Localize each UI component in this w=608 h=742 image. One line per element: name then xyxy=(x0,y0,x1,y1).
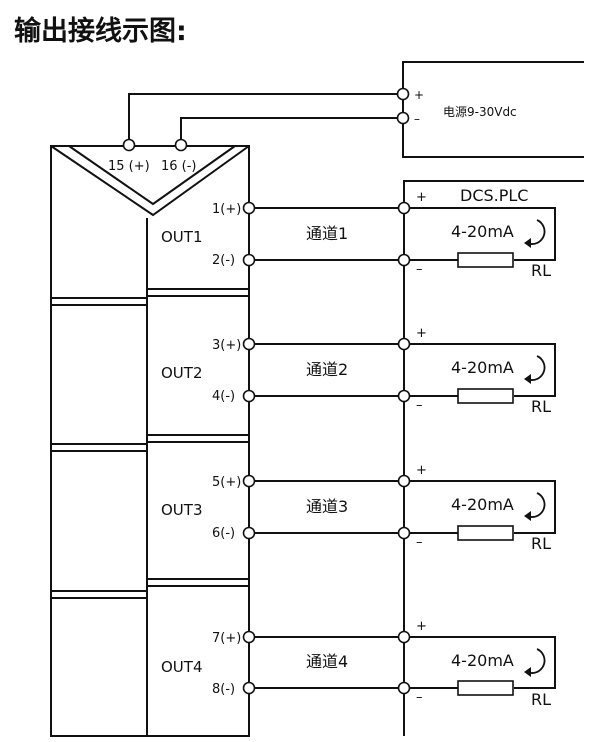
terminal-7 xyxy=(242,630,256,644)
separator-1 xyxy=(51,288,249,306)
channel-3: OUT3 5(+) 6(-) 通道3 + – 4-20mA RL xyxy=(161,463,556,553)
channel-3-wires xyxy=(249,480,404,534)
plc-minus-4: – xyxy=(416,690,423,705)
rl-3: RL xyxy=(531,534,551,553)
channel-1-wires xyxy=(249,207,404,261)
diagram-title: 输出接线示图: xyxy=(14,15,187,47)
loop-2 xyxy=(409,343,556,397)
plc-minus-1: – xyxy=(416,262,423,277)
plc-terminal-2 xyxy=(397,253,411,267)
separator-2 xyxy=(51,434,249,452)
terminal-2 xyxy=(242,253,256,267)
current-arrow-3 xyxy=(526,492,546,518)
channel-1: OUT1 1(+) 2(-) 通道1 – 4-20mA RL xyxy=(161,201,556,280)
resistor-1 xyxy=(457,252,514,268)
plc-terminal-3 xyxy=(397,337,411,351)
plc-terminal-6 xyxy=(397,526,411,540)
channel-4-label: 通道4 xyxy=(306,652,348,671)
plc-terminal-8 xyxy=(397,681,411,695)
current-arrow-4 xyxy=(526,648,546,674)
power-minus-wire xyxy=(180,117,398,139)
power-plus-terminal xyxy=(396,87,410,101)
plc-minus-3: – xyxy=(416,535,423,550)
channel-4: OUT4 7(+) 8(-) 通道4 + – 4-20mA RL xyxy=(161,619,556,709)
loop-3 xyxy=(409,480,556,534)
pin-2-label: 2(-) xyxy=(212,253,235,268)
plc-terminal-4 xyxy=(397,389,411,403)
pin-16-label: 16 (-) xyxy=(161,159,197,174)
rl-1: RL xyxy=(531,261,551,280)
pin-7-label: 7(+) xyxy=(212,631,241,646)
loop-4 xyxy=(409,636,556,689)
terminal-6 xyxy=(242,526,256,540)
channel-2: OUT2 3(+) 4(-) 通道2 + – 4-20mA RL xyxy=(161,326,556,416)
terminal-15 xyxy=(122,138,136,152)
loop-1 xyxy=(409,207,556,261)
current-arrow-2 xyxy=(526,355,546,381)
current-3: 4-20mA xyxy=(451,495,514,514)
plc-frame xyxy=(403,180,584,736)
device-top-triangle xyxy=(50,145,250,217)
channel-2-wires xyxy=(249,343,404,397)
out4-label: OUT4 xyxy=(161,658,203,676)
pin-15-label: 15 (+) xyxy=(108,159,150,174)
resistor-4 xyxy=(457,680,514,696)
current-arrowhead-3 xyxy=(524,511,531,521)
plc-plus-2: + xyxy=(416,326,427,341)
out3-label: OUT3 xyxy=(161,501,203,519)
power-plus-sign: + xyxy=(414,88,424,102)
plc-terminal-1 xyxy=(397,201,411,215)
pin-6-label: 6(-) xyxy=(212,526,235,541)
current-arrowhead-1 xyxy=(524,238,531,248)
power-label: 电源9-30Vdc xyxy=(443,105,517,119)
plc-plus-top: + xyxy=(416,190,427,205)
current-1: 4-20mA xyxy=(451,222,514,241)
separator-3 xyxy=(51,578,249,599)
current-arrowhead-2 xyxy=(524,374,531,384)
terminal-4 xyxy=(242,389,256,403)
plc-terminal-7 xyxy=(397,630,411,644)
terminal-1 xyxy=(242,201,256,215)
power-plus-wire xyxy=(128,93,398,139)
plc-terminal-5 xyxy=(397,474,411,488)
plc-minus-2: – xyxy=(416,398,423,413)
plc-plus-3: + xyxy=(416,463,427,478)
pin-8-label: 8(-) xyxy=(212,682,235,697)
resistor-3 xyxy=(457,525,514,541)
current-2: 4-20mA xyxy=(451,358,514,377)
pin-4-label: 4(-) xyxy=(212,389,235,404)
power-minus-sign: – xyxy=(414,112,420,126)
device-top-triangle-inner xyxy=(68,145,236,206)
power-supply-box xyxy=(402,61,584,158)
pin-3-label: 3(+) xyxy=(212,338,241,353)
terminal-8 xyxy=(242,681,256,695)
terminal-16 xyxy=(174,138,188,152)
transmitter-device: 15 (+) 16 (-) xyxy=(50,138,250,737)
power-supply: + – 电源9-30Vdc xyxy=(396,61,584,158)
power-minus-terminal xyxy=(396,111,410,125)
plc-label: DCS.PLC xyxy=(460,186,528,205)
out1-label: OUT1 xyxy=(161,228,203,246)
plc-plus-4: + xyxy=(416,619,427,634)
rl-2: RL xyxy=(531,397,551,416)
terminal-5 xyxy=(242,474,256,488)
rl-4: RL xyxy=(531,690,551,709)
pin-5-label: 5(+) xyxy=(212,475,241,490)
current-arrowhead-4 xyxy=(524,667,531,677)
current-arrow-1 xyxy=(526,219,546,245)
current-4: 4-20mA xyxy=(451,651,514,670)
channel-3-label: 通道3 xyxy=(306,497,348,516)
resistor-2 xyxy=(457,388,514,404)
pin-1-label: 1(+) xyxy=(212,202,241,217)
channel-1-label: 通道1 xyxy=(306,224,348,243)
channel-2-label: 通道2 xyxy=(306,360,348,379)
out2-label: OUT2 xyxy=(161,364,203,382)
channel-4-wires xyxy=(249,636,404,689)
terminal-3 xyxy=(242,337,256,351)
